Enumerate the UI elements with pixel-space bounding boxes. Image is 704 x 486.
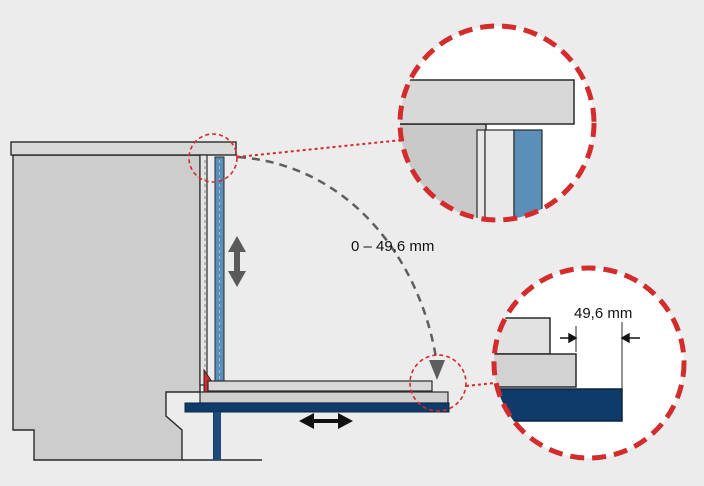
cabinet-side-wall [199,154,208,386]
leader-line-bottom [465,382,495,387]
range-label: 0 – 49,6 mm [351,238,434,255]
horizontal-adjust-arrow-icon [299,413,353,429]
dimension-arrow-icon [560,332,640,344]
magnified-detail-bottom: 49,6 mm [491,265,687,461]
dashed-path-arrow-icon [237,155,438,359]
vertical-adjust-arrow-icon [228,236,246,287]
leader-line-top [236,139,403,158]
detail-callout-top-marker [188,133,238,183]
base-plinth [184,380,450,460]
appliance-body [12,154,262,461]
detail-callout-bottom-marker [409,354,467,412]
gap-dimension-label: 49,6 mm [574,305,632,322]
countertop [10,141,237,156]
magnified-detail-top [397,23,597,223]
